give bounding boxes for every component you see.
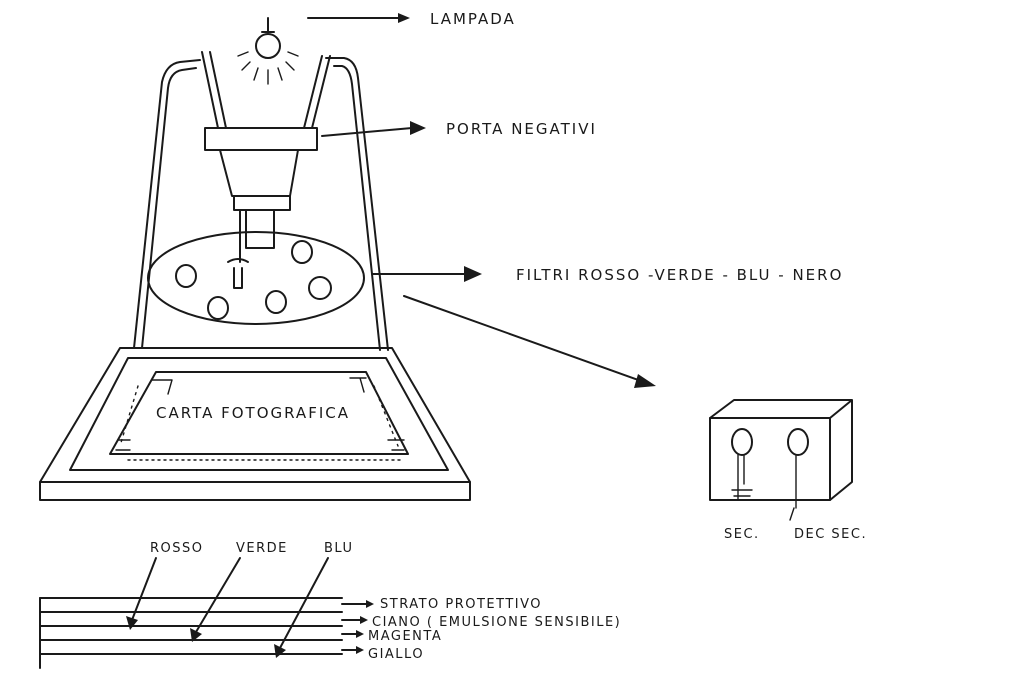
layer-label-yellow: GIALLO xyxy=(368,647,424,662)
timer-arrow xyxy=(403,295,645,383)
baseboard xyxy=(39,347,471,501)
layer-top-label-red: ROSSO xyxy=(150,541,204,556)
filter-hole xyxy=(308,276,332,300)
enlarger-frame xyxy=(133,57,389,351)
lens-assembly xyxy=(219,149,299,289)
negative-holder-arrow xyxy=(321,127,413,137)
negative-holder xyxy=(204,127,318,151)
negative-holder-label: PORTA NEGATIVI xyxy=(446,120,597,138)
timer-tenths-label: DEC SEC. xyxy=(794,527,867,542)
lamp-label: LAMPADA xyxy=(430,10,516,28)
layer-top-label-green: VERDE xyxy=(236,541,288,556)
filter-hole xyxy=(265,290,287,314)
filter-hole xyxy=(175,264,197,288)
layer-label-protective: STRATO PROTETTIVO xyxy=(380,597,542,612)
filters-label: FILTRI ROSSO -VERDE - BLU - NERO xyxy=(516,266,843,284)
lamp-housing xyxy=(201,51,331,129)
filter-wheel xyxy=(147,231,365,325)
seconds-knob-icon xyxy=(731,428,753,456)
tenths-knob-icon xyxy=(787,428,809,456)
filter-hole xyxy=(207,296,229,320)
timer-seconds-label: SEC. xyxy=(724,527,760,542)
layer-top-label-blue: BLU xyxy=(324,541,354,556)
layer-label-magenta: MAGENTA xyxy=(368,629,442,644)
lamp-arrowhead xyxy=(398,13,410,23)
filter-hole xyxy=(291,240,313,264)
filters-arrowhead xyxy=(464,266,482,282)
paper-label: CARTA FOTOGRAFICA xyxy=(156,404,350,422)
timer-arrowhead xyxy=(634,374,656,388)
lamp-bulb-icon xyxy=(237,17,299,85)
paper-easel xyxy=(109,371,409,461)
layer-label-cyan: CIANO ( EMULSIONE SENSIBILE) xyxy=(372,615,621,630)
layer-diagram: ROSSO VERDE BLU STRATO PROTETTIVO CIANO … xyxy=(39,541,621,669)
negative-holder-arrowhead xyxy=(410,121,426,135)
timer-box xyxy=(709,399,853,521)
